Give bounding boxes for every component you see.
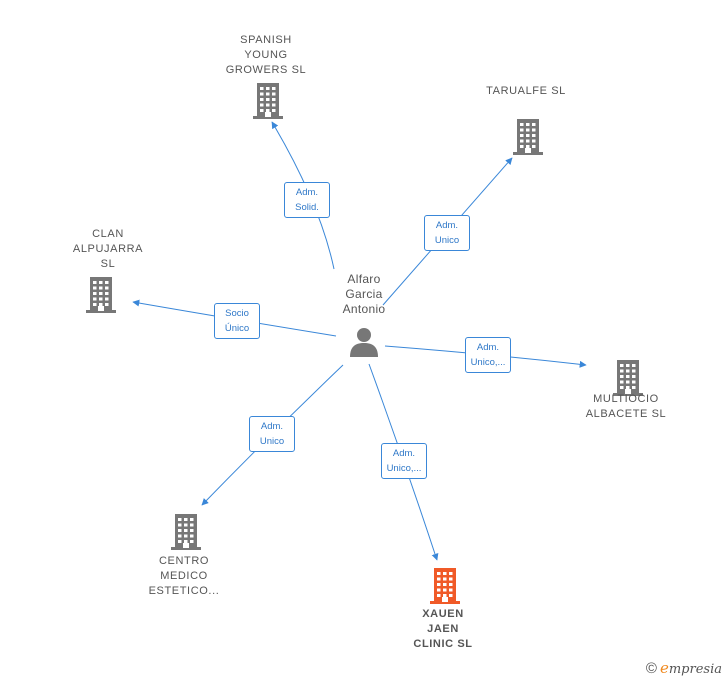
building-icon[interactable] (428, 567, 462, 605)
building-icon[interactable] (611, 359, 645, 397)
company-label-multiocio[interactable]: MULTIOCIO ALBACETE SL (585, 393, 667, 420)
relation-label-clan[interactable]: Socio Único (214, 303, 260, 339)
relation-label-centro[interactable]: Adm. Unico (249, 416, 295, 452)
company-label-spanish[interactable]: SPANISH YOUNG GROWERS SL (225, 34, 307, 76)
person-icon[interactable] (347, 325, 381, 359)
building-icon[interactable] (251, 82, 285, 120)
company-label-clan[interactable]: CLAN ALPUJARRA SL (72, 228, 144, 270)
building-icon[interactable] (511, 118, 545, 156)
building-icon[interactable] (84, 276, 118, 314)
footer-brand: ©empresia (646, 659, 722, 677)
relation-label-tarualfe[interactable]: Adm. Unico (424, 215, 470, 251)
relation-label-spanish[interactable]: Adm. Solid. (284, 182, 330, 218)
empresia-logo-initial: e (659, 659, 669, 677)
company-label-tarualfe[interactable]: TARUALFE SL (486, 85, 566, 97)
building-icon[interactable] (169, 513, 203, 551)
company-label-centro[interactable]: CENTRO MEDICO ESTETICO... (148, 555, 220, 597)
empresia-logo-text: mpresia (668, 662, 722, 677)
relation-label-multiocio[interactable]: Adm. Unico,... (465, 337, 511, 373)
person-label[interactable]: Alfaro Garcia Antonio (342, 272, 386, 316)
relation-label-xauen[interactable]: Adm. Unico,... (381, 443, 427, 479)
company-label-xauen[interactable]: XAUEN JAEN CLINIC SL (413, 608, 473, 650)
copyright-symbol: © (645, 660, 657, 677)
